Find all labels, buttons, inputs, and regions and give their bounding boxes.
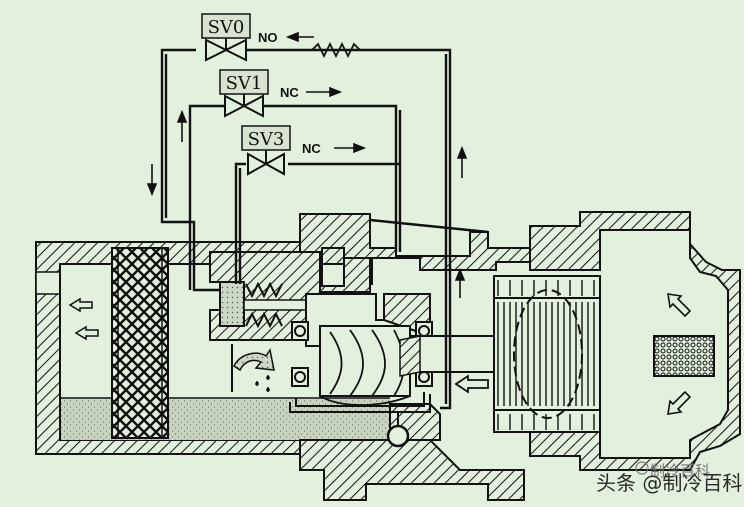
suction-filter: [653, 335, 715, 377]
control-piping: [160, 48, 489, 410]
sv3-flow-arrow: [334, 142, 367, 154]
arrow-up-left-pipe: [176, 109, 188, 142]
sv3-label: SV3: [248, 129, 285, 150]
motor-stator: [493, 275, 601, 433]
separator-flow-arrows: [68, 297, 99, 341]
watermark-logo-icon: [635, 461, 649, 475]
restrictor-coil: [311, 41, 361, 59]
sv0-state: NO: [258, 30, 278, 45]
sv1-state: NC: [280, 85, 299, 100]
pipe-flow-arrows: [146, 109, 468, 298]
solenoid-valve-sv0: SV0 NO: [201, 13, 314, 62]
mesh-demister: [111, 247, 169, 439]
solenoid-valve-sv3: SV3 NC: [241, 125, 367, 176]
sv0-flow-arrow: [285, 31, 314, 43]
arrow-up-right-lower-pipe: [454, 267, 466, 298]
sv1-flow-arrow: [306, 86, 343, 98]
watermark: 制冷百科 头条 @制冷百科: [596, 461, 742, 495]
arrow-up-right-pipe: [456, 145, 468, 178]
watermark-faint-text: 制冷百科: [650, 462, 710, 480]
screw-rotor: [319, 325, 411, 406]
slide-valve-housing: [209, 251, 321, 341]
sv3-state: NC: [302, 141, 321, 156]
watermark-text: 头条 @制冷百科: [596, 471, 742, 495]
oil-injection-arrow: [231, 344, 275, 392]
drive-shaft: [399, 335, 495, 377]
solenoid-valve-sv1: SV1 NC: [219, 69, 343, 118]
sv1-label: SV1: [226, 73, 263, 94]
oil-float: [386, 424, 410, 448]
arrow-down-left-pipe: [146, 164, 158, 197]
sv0-label: SV0: [208, 17, 245, 38]
motor-flow-arrows: [667, 293, 692, 415]
suction-arrow: [454, 374, 489, 394]
oil-return-line: [289, 392, 431, 448]
